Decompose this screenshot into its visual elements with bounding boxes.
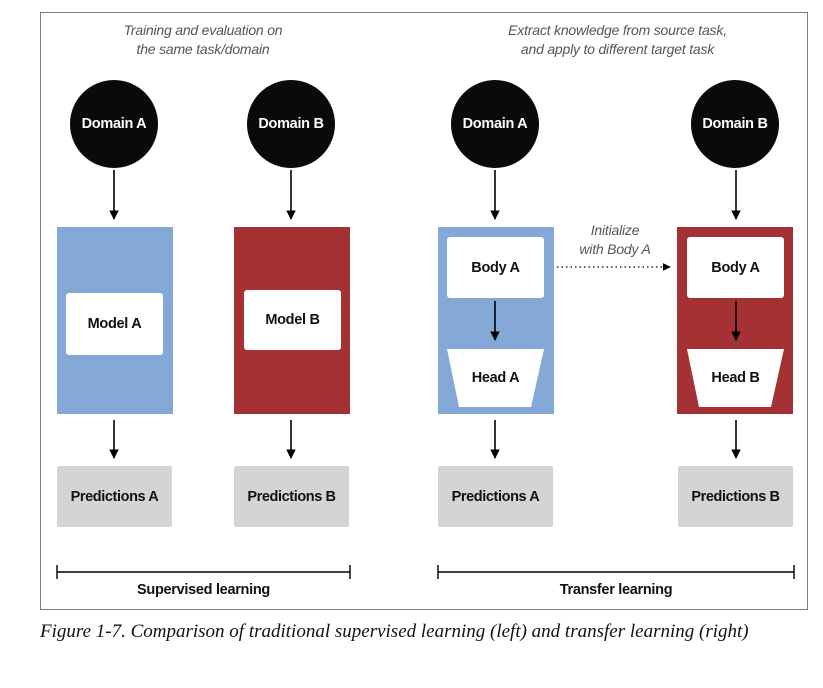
header-transfer-line1: Extract knowledge from source task, bbox=[508, 22, 727, 38]
domain-b-circle-supervised: Domain B bbox=[247, 80, 335, 168]
head-b-label: Head B bbox=[711, 370, 760, 386]
figure-frame bbox=[40, 12, 808, 610]
body-a-box: Body A bbox=[447, 237, 544, 298]
head-a-label: Head A bbox=[471, 370, 520, 386]
header-transfer-line2: and apply to different target task bbox=[520, 41, 715, 57]
domain-b-circle-transfer: Domain B bbox=[691, 80, 779, 168]
predictions-a-transfer: Predictions A bbox=[438, 466, 553, 527]
header-supervised-line1: Training and evaluation on bbox=[123, 22, 283, 38]
predictions-b-supervised: Predictions B bbox=[234, 466, 349, 527]
body-a-target-box: Body A bbox=[687, 237, 784, 298]
figure-caption: Figure 1-7. Comparison of traditional su… bbox=[40, 621, 749, 642]
initialize-label-line1: Initialize bbox=[590, 222, 640, 238]
header-supervised: Training and evaluation on the same task… bbox=[80, 21, 326, 59]
supervised-learning-label: Supervised learning bbox=[137, 582, 270, 598]
head-b-shape bbox=[687, 349, 784, 407]
transfer-bracket bbox=[437, 565, 795, 579]
model-a-box: Model A bbox=[66, 293, 163, 355]
initialize-label: Initialize with Body A bbox=[560, 221, 670, 259]
predictions-a-supervised: Predictions A bbox=[57, 466, 172, 527]
model-b-box: Model B bbox=[244, 290, 341, 350]
supervised-bracket bbox=[56, 565, 351, 579]
transfer-learning-label: Transfer learning bbox=[559, 582, 673, 598]
domain-a-circle-supervised: Domain A bbox=[70, 80, 158, 168]
predictions-b-transfer: Predictions B bbox=[678, 466, 793, 527]
domain-a-circle-transfer: Domain A bbox=[451, 80, 539, 168]
header-supervised-line2: the same task/domain bbox=[136, 41, 270, 57]
header-transfer: Extract knowledge from source task, and … bbox=[480, 21, 755, 59]
initialize-label-line2: with Body A bbox=[579, 241, 651, 257]
head-a-shape bbox=[447, 349, 544, 407]
